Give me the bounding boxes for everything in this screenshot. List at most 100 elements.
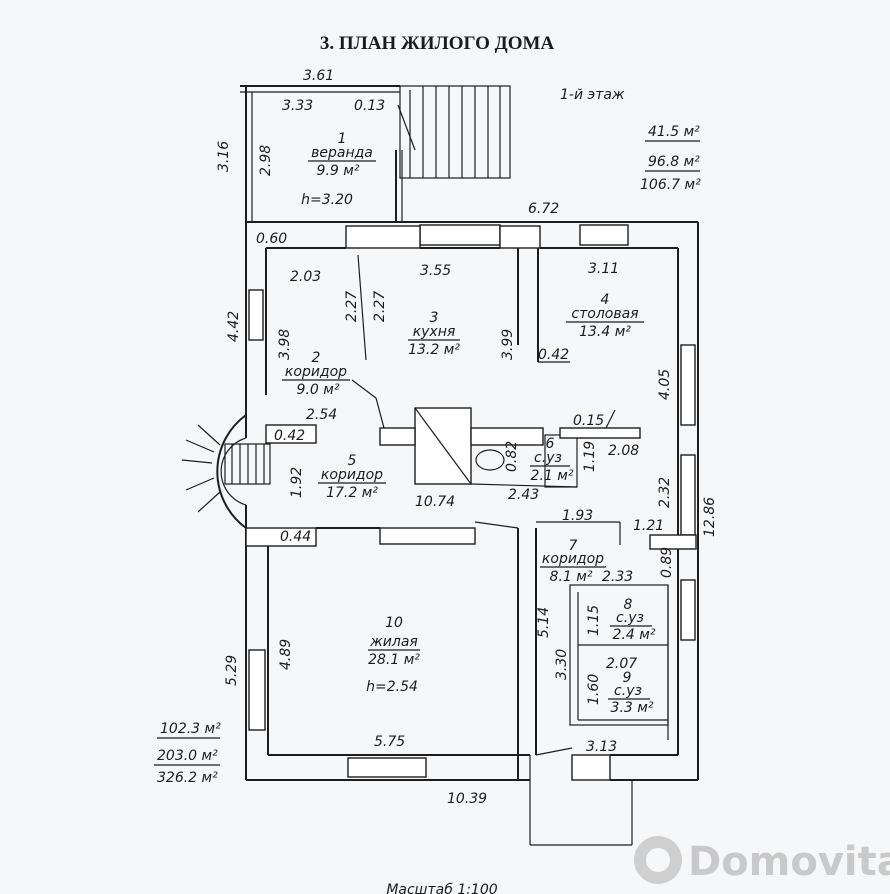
dim-0-42b: 0.42	[274, 428, 305, 444]
dim-5-75: 5.75	[374, 734, 405, 750]
dim-4-89: 4.89	[278, 639, 294, 670]
dim-2-27b: 2.27	[372, 291, 388, 322]
dim-1-19: 1.19	[582, 441, 598, 472]
outer-walls	[245, 221, 699, 781]
floor-area-2: 96.8 м²	[648, 154, 700, 170]
dim-2-07: 2.07	[606, 656, 637, 672]
dim-1-92: 1.92	[289, 467, 305, 498]
dim-0-82: 0.82	[504, 441, 520, 472]
dim-2-27a: 2.27	[344, 291, 360, 322]
room-5-name: коридор	[321, 467, 383, 483]
room-6-area: 2.1 м²	[531, 468, 574, 484]
windows	[248, 224, 696, 778]
dim-0-15: 0.15	[573, 413, 604, 429]
room-5-number: 5	[348, 453, 357, 469]
dim-3-61: 3.61	[303, 68, 334, 84]
floor-area-block: 41.5 м² 96.8 м² 106.7 м²	[640, 124, 701, 193]
window-corridor-right	[680, 454, 696, 536]
floor-area-1: 41.5 м²	[648, 124, 700, 140]
dim-0-44: 0.44	[280, 529, 311, 545]
dim-1-60: 1.60	[586, 674, 602, 705]
dim-3-98: 3.98	[277, 329, 293, 360]
interior-walls	[316, 225, 697, 846]
room-3-area: 13.2 м²	[408, 342, 460, 358]
stair-tower	[181, 414, 317, 547]
dim-3-99: 3.99	[500, 329, 516, 360]
window-dining-right	[680, 344, 696, 426]
dim-1-21: 1.21	[633, 518, 664, 534]
dim-3-16: 3.16	[216, 141, 232, 172]
dim-1-93: 1.93	[562, 508, 593, 524]
dim-5-14: 5.14	[536, 607, 552, 638]
floor-area-3: 106.7 м²	[640, 177, 701, 193]
veranda-height: h=3.20	[301, 192, 353, 208]
dim-10-39: 10.39	[447, 791, 487, 807]
dim-2-03: 2.03	[290, 269, 321, 285]
room-9-area: 3.3 м²	[611, 700, 654, 716]
scale-caption: Масштаб 1:100	[386, 882, 497, 894]
room-4-number: 4	[601, 292, 610, 308]
dim-0-89: 0.89	[659, 547, 675, 578]
room-9-name: с.уз	[614, 683, 642, 699]
room-8-name: с.уз	[616, 610, 644, 626]
floor-label: 1-й этаж	[560, 87, 625, 103]
room-10-number: 10	[385, 615, 403, 631]
dim-1-15: 1.15	[586, 605, 602, 636]
room-2-number: 2	[312, 350, 321, 366]
room-8-number: 8	[624, 597, 633, 613]
window-living-left	[248, 649, 266, 731]
window-corridor-left	[248, 289, 264, 341]
dim-2-33: 2.33	[602, 569, 633, 585]
room-4-name: столовая	[571, 306, 638, 322]
window-living-bottom	[347, 757, 427, 778]
room-9-number: 9	[623, 670, 632, 686]
room-1-area: 9.9 м²	[317, 163, 360, 179]
total-area-3: 326.2 м²	[157, 770, 218, 786]
room-7-area: 8.1 м²	[550, 569, 593, 585]
total-area-2: 203.0 м²	[157, 748, 218, 764]
room-5-area: 17.2 м²	[326, 485, 378, 501]
dim-12-86: 12.86	[702, 497, 718, 537]
room-3-number: 3	[430, 310, 439, 326]
dim-10-74: 10.74	[415, 494, 455, 510]
dim-4-05: 4.05	[657, 369, 673, 400]
room-7-name: коридор	[542, 551, 604, 567]
domovita-watermark: Domovita	[634, 836, 890, 885]
dimension-labels: 3.61 3.33 0.13 3.16 2.98 6.72 0.60 2.03 …	[216, 68, 718, 807]
dim-2-43: 2.43	[508, 487, 539, 503]
window-bath-right	[680, 579, 696, 641]
dim-6-72: 6.72	[528, 201, 559, 217]
window-kitchen	[419, 224, 501, 246]
room-labels: 1 веранда 9.9 м² h=3.20 2 коридор 9.0 м²…	[282, 131, 656, 716]
room-7-number: 7	[569, 538, 578, 554]
room-2-area: 9.0 м²	[297, 382, 340, 398]
porch-stairs	[397, 85, 511, 179]
room-6-name: с.уз	[534, 450, 562, 466]
dim-3-33: 3.33	[282, 98, 313, 114]
dim-3-13: 3.13	[586, 739, 617, 755]
dim-2-08: 2.08	[608, 443, 639, 459]
dim-2-54: 2.54	[306, 407, 337, 423]
room-8-area: 2.4 м²	[613, 627, 656, 643]
dim-0-42a: 0.42	[538, 347, 569, 363]
total-area-block: 102.3 м² 203.0 м² 326.2 м²	[154, 721, 221, 786]
dim-0-13: 0.13	[354, 98, 385, 114]
room-3-name: кухня	[413, 324, 456, 340]
dim-2-32: 2.32	[657, 477, 673, 508]
total-area-1: 102.3 м²	[160, 721, 221, 737]
plan-title: 3. ПЛАН ЖИЛОГО ДОМА	[320, 33, 555, 54]
dim-5-29: 5.29	[224, 655, 240, 686]
dim-3-11: 3.11	[588, 261, 619, 277]
room-2-name: коридор	[285, 364, 347, 380]
room-1-number: 1	[338, 131, 347, 147]
room-1-name: веранда	[311, 145, 373, 161]
room-10-area: 28.1 м²	[368, 652, 420, 668]
window-dining-top	[579, 224, 629, 246]
dim-3-55: 3.55	[420, 263, 451, 279]
veranda-walls	[240, 85, 403, 222]
room-6-number: 6	[546, 436, 555, 452]
dim-0-60: 0.60	[256, 231, 287, 247]
dim-4-42: 4.42	[226, 311, 242, 342]
dim-3-30: 3.30	[554, 649, 570, 680]
